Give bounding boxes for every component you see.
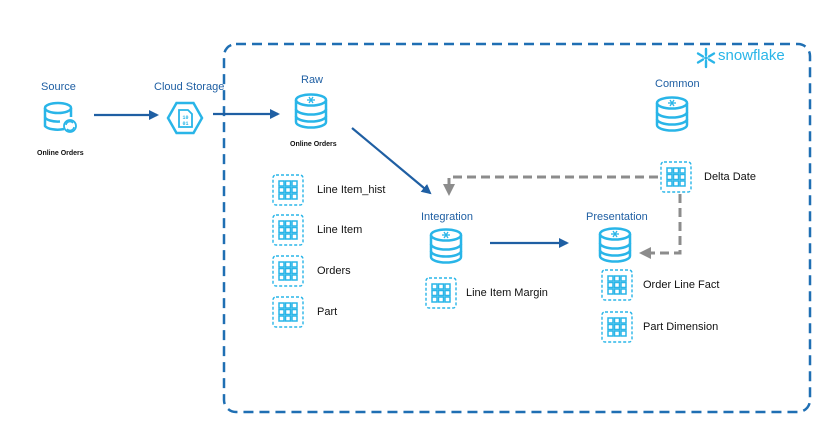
raw-subtitle: Online Orders [290, 141, 337, 148]
table-label: Line Item [317, 224, 363, 236]
table-grid-icon [272, 174, 304, 206]
database-sync-icon [43, 101, 77, 133]
raw-to-integration-arrow [351, 127, 432, 195]
table-grid-icon [425, 277, 457, 309]
common-database-icon [655, 96, 689, 132]
snowflake-logo-icon [696, 47, 716, 69]
source-subtitle: Online Orders [37, 150, 84, 157]
table-label: Part Dimension [643, 321, 719, 333]
table-label: Line Item Margin [466, 287, 548, 299]
table-grid-icon [660, 161, 692, 193]
common-title: Common [655, 78, 700, 90]
snowflake-logo-text: snowflake [718, 47, 785, 64]
table-grid-icon [272, 214, 304, 246]
raw-title: Raw [301, 74, 324, 86]
raw-database-icon [294, 93, 328, 129]
integration-database-icon [429, 228, 463, 264]
table-grid-icon [272, 296, 304, 328]
table-label: Orders [317, 265, 351, 277]
table-grid-icon [272, 255, 304, 287]
presentation-title: Presentation [586, 211, 648, 223]
cloud-storage-file-icon: 10 01 [166, 101, 204, 135]
snowflake-account-boundary [222, 42, 812, 414]
presentation-database-icon [598, 227, 632, 263]
snowflake-logo: snowflake [696, 45, 814, 71]
cloud-storage-title: Cloud Storage [154, 81, 225, 93]
source-title: Source [41, 81, 76, 93]
table-label: Order Line Fact [643, 279, 720, 291]
table-label: Delta Date [704, 171, 756, 183]
delta-date-to-presentation-arrow [639, 194, 682, 259]
table-grid-icon [601, 269, 633, 301]
table-grid-icon [601, 311, 633, 343]
table-label: Part [317, 306, 338, 318]
table-label: Line Item_hist [317, 184, 386, 196]
svg-text:10: 10 [182, 115, 188, 121]
svg-text:01: 01 [182, 121, 188, 127]
integration-title: Integration [421, 211, 473, 223]
delta-date-to-integration-arrow [443, 175, 658, 196]
